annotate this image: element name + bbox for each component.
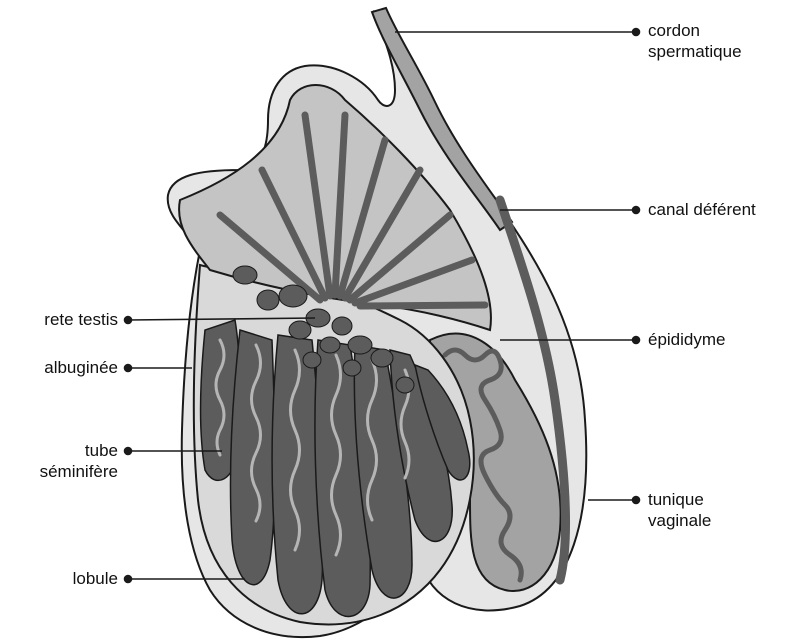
leader-dot-tube xyxy=(125,448,132,455)
label-tube-seminifere: tube séminifère xyxy=(8,440,118,482)
label-canal-deferent: canal déférent xyxy=(648,199,756,220)
leader-dot-cordon xyxy=(633,29,640,36)
leader-dot-tunique xyxy=(633,497,640,504)
label-albuginee: albuginée xyxy=(8,357,118,378)
leader-dot-albuginee xyxy=(125,365,132,372)
label-cordon-spermatique: cordon spermatique xyxy=(648,20,742,62)
label-tunique-vaginale: tunique vaginale xyxy=(648,489,711,531)
leader-dot-canal xyxy=(633,207,640,214)
label-rete-testis: rete testis xyxy=(8,309,118,330)
leader-dot-rete xyxy=(125,317,132,324)
label-lobule: lobule xyxy=(8,568,118,589)
label-epididyme: épididyme xyxy=(648,329,726,350)
leader-dot-epididyme xyxy=(633,337,640,344)
leader-dot-lobule xyxy=(125,576,132,583)
